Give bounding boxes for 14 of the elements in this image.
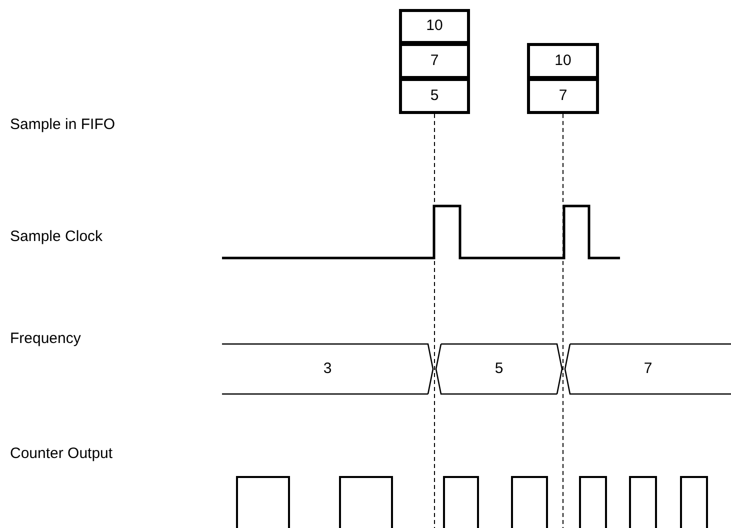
timing-guide-line [562,114,564,528]
fifo-cell: 7 [527,78,599,114]
bus-segment: 3 [222,344,433,394]
timing-guide-line [434,114,435,528]
bus-segment: 5 [436,344,562,394]
fifo-cell: 5 [399,78,470,114]
fifo-cell: 10 [399,9,470,44]
fifo-cell: 7 [399,43,470,79]
signal-label: Sample Clock [10,227,103,247]
fifo-cell: 10 [527,43,599,79]
signal-label: Sample in FIFO [10,115,116,135]
bus-segment: 7 [565,344,731,394]
signal-label: Frequency [10,329,81,349]
signal-label: Counter Output [10,444,113,464]
